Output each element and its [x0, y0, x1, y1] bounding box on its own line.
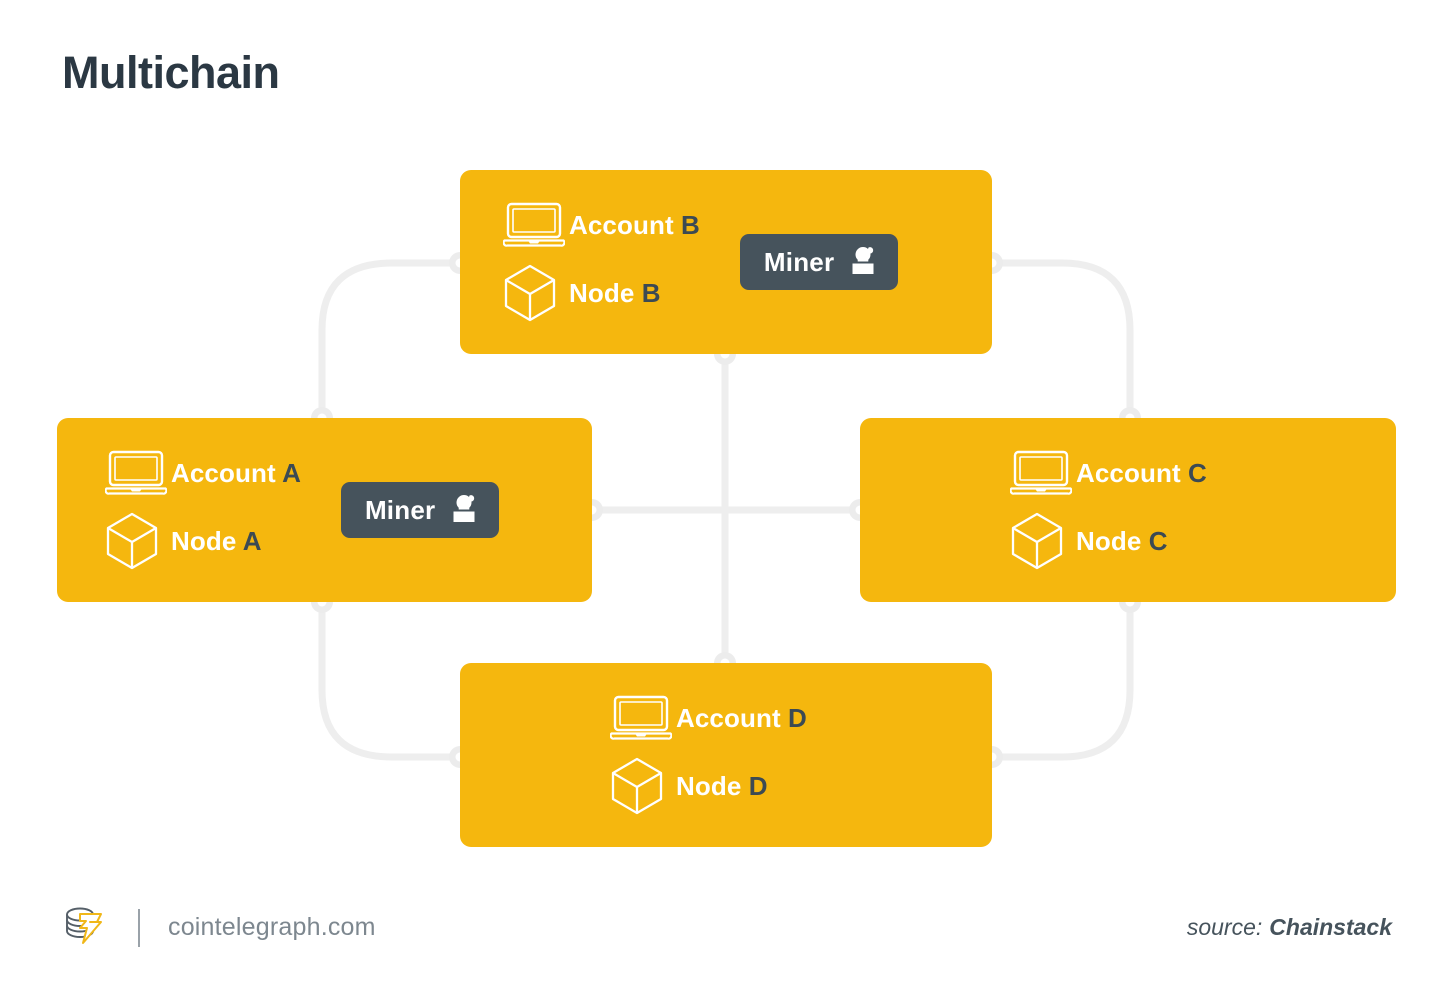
node-b-rows: Account B	[503, 202, 700, 322]
cointelegraph-coin-stack-logo	[60, 901, 108, 954]
cube-icon	[610, 757, 676, 815]
link-b-c	[988, 259, 1134, 422]
laptop-icon	[1010, 450, 1076, 496]
node-a-node-row: Node A	[105, 512, 301, 570]
node-a-node-label: Node A	[171, 525, 262, 556]
node-a-account-row: Account A	[105, 450, 301, 496]
miner-badge-a-label: Miner	[364, 494, 436, 525]
node-c-node-row: Node C	[1010, 512, 1207, 570]
link-d-c	[988, 598, 1134, 761]
link-a-d	[318, 598, 464, 761]
node-b-node-label: Node B	[569, 277, 661, 308]
node-c-rows: Account C	[1010, 450, 1207, 570]
cube-icon	[105, 512, 171, 570]
node-a-node-tag: A	[242, 525, 262, 556]
footer-branding: cointelegraph.com	[60, 895, 376, 960]
node-box-a[interactable]: Account A	[57, 418, 592, 602]
site-url[interactable]: cointelegraph.com	[168, 913, 376, 941]
node-d-account-row: Account D	[610, 695, 807, 741]
cube-icon	[503, 264, 569, 322]
node-d-node-label: Node D	[676, 770, 768, 801]
node-a-account-label: Account A	[171, 457, 301, 488]
node-d-node-tag: D	[748, 770, 768, 801]
node-d-node-row: Node D	[610, 757, 807, 815]
source-value: Chainstack	[1269, 914, 1392, 940]
miner-badge-b[interactable]: Miner	[739, 234, 899, 290]
miner-badge-a[interactable]: Miner	[340, 482, 500, 538]
laptop-icon	[503, 202, 569, 248]
node-b-account-label: Account B	[569, 209, 700, 240]
footer-divider	[138, 908, 140, 947]
link-a-b	[318, 259, 464, 422]
miner-person-icon	[848, 244, 878, 281]
node-c-account-label: Account C	[1076, 457, 1207, 488]
node-d-account-label: Account D	[676, 702, 807, 733]
cube-icon	[1010, 512, 1076, 570]
node-c-account-row: Account C	[1010, 450, 1207, 496]
page-title: Multichain	[62, 47, 280, 98]
laptop-icon	[105, 450, 171, 496]
node-c-node-tag: C	[1148, 525, 1168, 556]
node-b-node-tag: B	[641, 277, 661, 308]
node-b-account-tag: B	[681, 209, 700, 240]
node-c-account-tag: C	[1188, 457, 1207, 488]
node-d-rows: Account D	[610, 695, 807, 815]
node-a-rows: Account A	[105, 450, 301, 570]
node-a-account-tag: A	[282, 457, 301, 488]
node-b-account-row: Account B	[503, 202, 700, 248]
node-box-b[interactable]: Account B	[460, 170, 992, 354]
footer: cointelegraph.com source: Chainstack	[0, 895, 1450, 960]
laptop-icon	[610, 695, 676, 741]
source-attribution: source: Chainstack	[1187, 895, 1392, 960]
miner-badge-b-label: Miner	[763, 246, 835, 277]
node-box-d[interactable]: Account D	[460, 663, 992, 847]
node-c-node-label: Node C	[1076, 525, 1168, 556]
miner-person-icon	[449, 492, 479, 529]
node-box-c[interactable]: Account C	[860, 418, 1396, 602]
source-label: source:	[1186, 914, 1263, 940]
node-b-node-row: Node B	[503, 264, 700, 322]
node-d-account-tag: D	[788, 702, 807, 733]
